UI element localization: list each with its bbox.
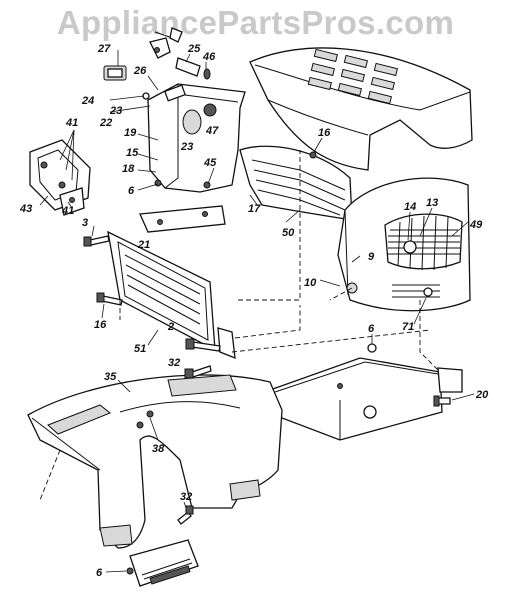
callout-43: 43 (19, 203, 32, 215)
callout-16-lower: 16 (94, 319, 107, 331)
dash-tower (147, 83, 246, 193)
callout-49: 49 (469, 219, 483, 231)
cross-bracket (139, 205, 226, 233)
callout-6-middle: 6 (368, 323, 375, 335)
callout-38: 38 (152, 443, 165, 455)
leader-lines (39, 50, 475, 573)
assembly-lines (39, 150, 439, 501)
foot-plate (129, 539, 199, 587)
callout-3: 3 (82, 217, 88, 229)
rear-fender (27, 374, 283, 549)
callout-6-upper: 6 (128, 185, 135, 197)
callout-71: 71 (402, 321, 414, 333)
callout-50: 50 (282, 227, 295, 239)
callout-10: 10 (304, 277, 317, 289)
lower-front-panel (107, 230, 236, 360)
callout-2: 2 (167, 321, 174, 333)
callout-13: 13 (426, 197, 438, 209)
callout-6-lower: 6 (96, 567, 103, 579)
callout-32-upper: 32 (168, 357, 180, 369)
callout-15: 15 (126, 147, 139, 159)
bolts (83, 151, 451, 575)
callout-labels: 27 26 25 46 24 23 22 19 23 47 41 15 18 4… (19, 43, 489, 579)
callout-45: 45 (203, 157, 217, 169)
frame-assembly (269, 343, 463, 441)
callout-26: 26 (133, 65, 147, 77)
callout-27: 27 (97, 43, 111, 55)
watermark: AppliancePartsPros.com (56, 4, 455, 41)
callout-41-lower: 41 (61, 205, 74, 217)
nose-grille (337, 177, 471, 312)
callout-20: 20 (475, 389, 489, 401)
callout-14: 14 (404, 201, 416, 213)
callout-19: 19 (124, 127, 137, 139)
callout-41-upper: 41 (65, 117, 78, 129)
callout-46: 46 (202, 51, 216, 63)
callout-18: 18 (122, 163, 135, 175)
callout-22: 22 (99, 117, 112, 129)
callout-17: 17 (248, 203, 261, 215)
callout-25: 25 (187, 43, 201, 55)
callout-32-lower: 32 (180, 491, 192, 503)
callout-23-upper: 23 (109, 105, 122, 117)
callout-21: 21 (137, 239, 150, 251)
small-hardware-top (103, 27, 211, 100)
bracket-assembly (29, 139, 91, 216)
callout-16-upper: 16 (318, 127, 331, 139)
callout-47: 47 (205, 125, 219, 137)
callout-51: 51 (134, 343, 146, 355)
callout-24: 24 (81, 95, 94, 107)
callout-23-lower: 23 (180, 141, 193, 153)
callout-9: 9 (368, 251, 375, 263)
callout-35: 35 (104, 371, 117, 383)
